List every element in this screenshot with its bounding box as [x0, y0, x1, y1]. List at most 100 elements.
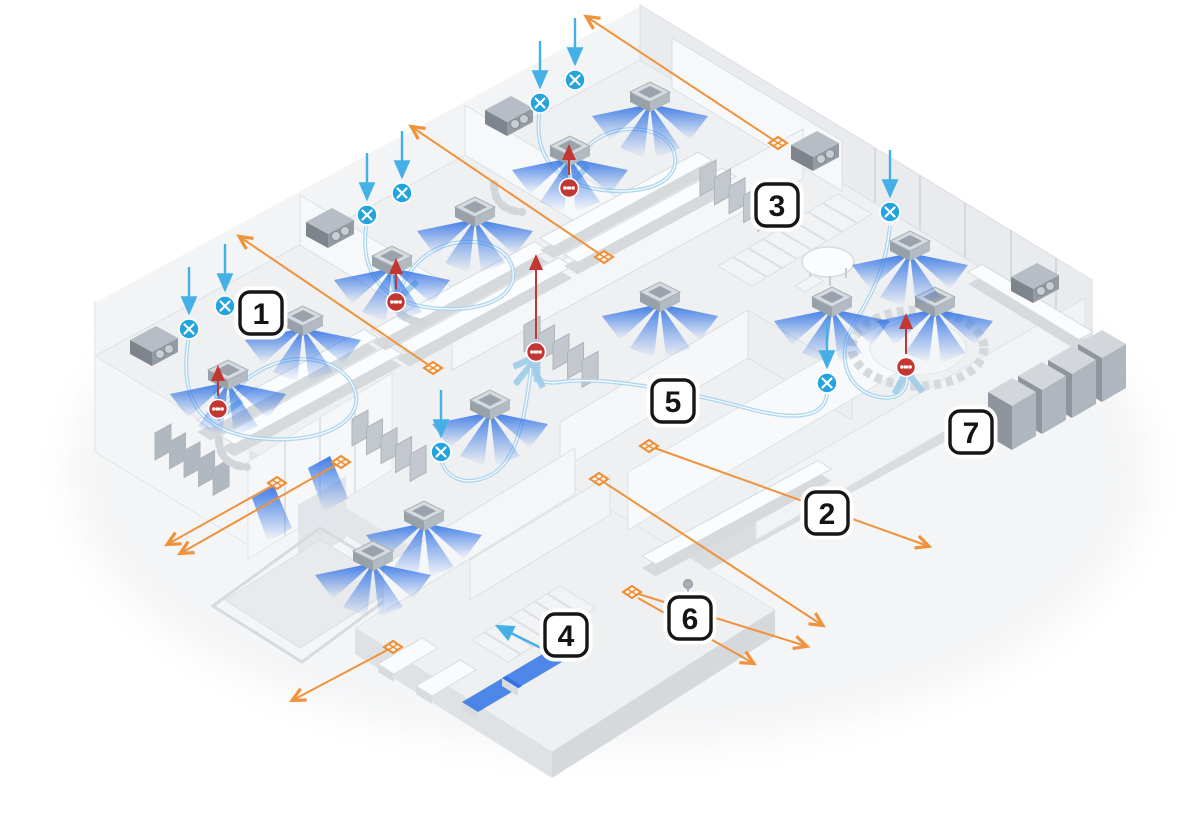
shelf-row	[966, 263, 1095, 352]
io-relay-icon	[422, 360, 444, 376]
annex-partition	[469, 474, 611, 601]
badge-number: 6	[682, 603, 699, 636]
microphone-icon	[525, 341, 547, 363]
desk-highlighted	[502, 652, 562, 696]
ceiling-speaker	[877, 286, 993, 363]
ceiling-speaker	[334, 245, 450, 322]
speaker-drop	[879, 150, 901, 223]
callout-badge-5: 5	[646, 374, 700, 428]
window-mullions	[874, 148, 1057, 313]
ceiling-speaker-layer	[170, 81, 993, 617]
wall-light-beam	[252, 486, 292, 542]
wall-beam-layer	[252, 456, 348, 542]
io-relay-icon	[330, 454, 352, 470]
io-relay-icon	[593, 249, 615, 265]
speaker-drop	[529, 41, 551, 114]
io-signal-arrow	[631, 591, 811, 651]
wall-av-unit	[791, 131, 839, 171]
wall-light-beam	[308, 456, 348, 512]
speaker-drop	[564, 18, 586, 91]
ceiling-speaker	[592, 81, 708, 158]
callout-badge-1: 1	[234, 286, 288, 340]
speaker-x-icon	[356, 204, 378, 226]
mic-point	[207, 365, 229, 420]
io-relay-icon	[382, 639, 404, 655]
badge-number: 7	[963, 417, 980, 450]
mic-point	[558, 144, 580, 199]
wall-av-unit	[485, 96, 533, 136]
audio-flow-path	[536, 108, 678, 194]
badge-number: 5	[665, 386, 682, 419]
speaker-x-icon	[430, 441, 452, 463]
microphone-icon	[558, 177, 580, 199]
speaker-x-icon	[879, 201, 901, 223]
speaker-x-icon	[564, 69, 586, 91]
stair-steps	[732, 202, 858, 278]
mic-layer	[207, 144, 917, 420]
speaker-x-icon	[214, 295, 236, 317]
wall-av-unit	[1011, 263, 1059, 303]
microphone-icon	[207, 398, 229, 420]
ceiling-speaker	[602, 281, 718, 358]
wall-av-unit	[306, 208, 354, 248]
callout-badge-3: 3	[750, 178, 804, 232]
shelf-row	[562, 167, 737, 275]
ceiling-speaker	[315, 540, 431, 617]
curved-chair-row	[490, 180, 526, 216]
speaker-drop	[356, 153, 378, 226]
speaker-x-icon	[529, 92, 551, 114]
microphone-icon	[895, 356, 917, 378]
bookstack-cluster	[523, 315, 599, 389]
callout-badge-4: 4	[539, 608, 593, 662]
curved-chair-row	[215, 435, 251, 471]
speaker-drop	[430, 390, 452, 463]
io-signal-arrow	[408, 124, 605, 258]
ceiling-speaker	[774, 286, 890, 363]
speaker-x-icon	[816, 372, 838, 394]
io-signal-arrow	[236, 234, 434, 369]
desk	[415, 659, 477, 704]
audio-flow-path	[439, 368, 531, 483]
callout-badge-6: 6	[663, 591, 717, 645]
grand-piano	[794, 246, 855, 293]
io-signal-arrow	[163, 482, 278, 547]
speaker-drop	[816, 321, 838, 394]
orange-arrow-layer	[163, 14, 933, 703]
ceiling-speaker	[852, 230, 968, 307]
callout-badge-2: 2	[800, 486, 854, 540]
badge-number: 3	[769, 190, 786, 223]
camera-view-arrow	[494, 624, 544, 651]
io-signal-arrow	[648, 445, 933, 550]
io-relay-icon	[266, 475, 288, 491]
speaker-drop	[391, 131, 413, 204]
io-signal-arrow	[583, 14, 779, 144]
speaker-drop	[178, 267, 200, 340]
speaker-x-icon	[178, 318, 200, 340]
io-relay-icon	[588, 471, 610, 487]
badge-number: 2	[819, 498, 836, 531]
shelf-row	[219, 344, 403, 457]
badge-number: 4	[558, 620, 575, 653]
badge-number: 1	[253, 298, 270, 331]
io-relay-icon	[767, 135, 789, 151]
bookstack-cluster	[351, 409, 427, 483]
callout-badge-7: 7	[944, 405, 998, 459]
mic-point	[895, 313, 917, 378]
io-signal-arrow	[598, 478, 826, 628]
io-signal-arrow	[176, 461, 342, 556]
io-relay-icon	[621, 584, 643, 600]
io-marker-layer	[266, 135, 789, 655]
desk	[377, 637, 439, 682]
mic-point	[385, 258, 407, 313]
io-relay-icon	[638, 438, 660, 454]
wall-av-unit	[130, 326, 178, 366]
speaker-x-icon	[391, 182, 413, 204]
badge-layer: 1 2 3 4 5 6 7	[234, 178, 998, 662]
microphone-icon	[385, 291, 407, 313]
ceiling-speaker	[417, 196, 533, 273]
annex-front-right-face	[552, 610, 775, 778]
mic-point	[525, 254, 547, 363]
io-signal-arrow	[288, 646, 394, 703]
